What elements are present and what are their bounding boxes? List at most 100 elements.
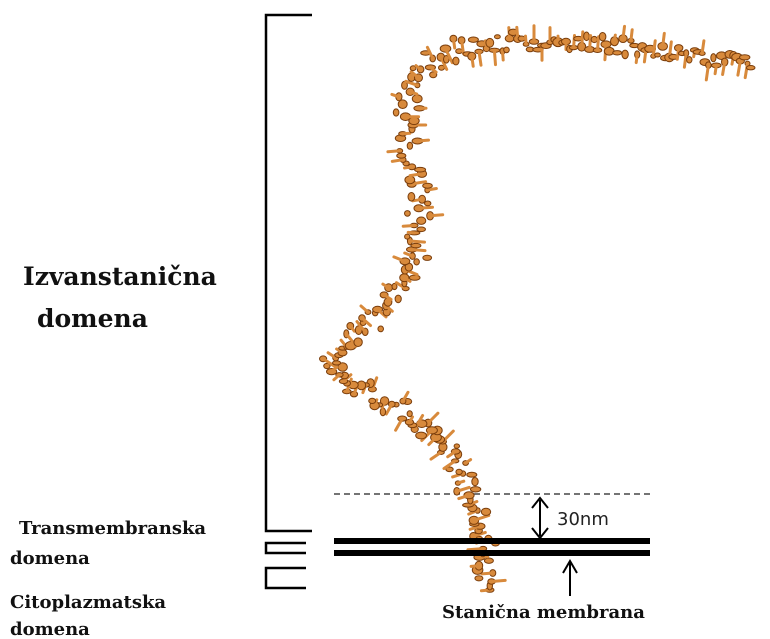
molecule-bead xyxy=(404,233,411,240)
molecule-branch xyxy=(467,509,480,516)
transmembrane-label-line2: domena xyxy=(10,548,90,569)
molecule-branch xyxy=(382,293,393,301)
molecule-bead xyxy=(410,242,422,249)
molecule-branch xyxy=(392,255,407,263)
molecule-bead xyxy=(583,31,590,42)
molecule-branch xyxy=(403,251,414,258)
molecule-branch xyxy=(700,39,706,55)
molecule-bead xyxy=(353,337,363,348)
molecule-bead xyxy=(485,37,495,48)
molecule-branch xyxy=(429,450,443,461)
molecule-branch xyxy=(736,59,742,77)
molecule-branch xyxy=(408,172,424,178)
molecule-branch xyxy=(580,30,585,49)
molecule-branch xyxy=(490,578,507,583)
molecule-branch xyxy=(588,34,593,51)
molecule-bead xyxy=(453,443,460,449)
molecule-branch xyxy=(348,324,356,333)
molecule-branch xyxy=(472,514,491,522)
molecule-bead xyxy=(503,46,510,54)
molecule-branch xyxy=(428,65,438,74)
scale-arrow xyxy=(531,496,549,540)
molecule-bead xyxy=(739,54,751,61)
molecule-branch xyxy=(335,347,344,355)
molecule-branch xyxy=(456,479,466,485)
molecule-branch xyxy=(469,564,481,568)
molecule-bead xyxy=(413,258,420,266)
molecule-branch xyxy=(416,138,430,143)
molecule-branch xyxy=(390,92,401,99)
molecule-branch xyxy=(651,39,657,58)
molecule-branch xyxy=(442,459,457,470)
molecule-bead xyxy=(621,49,629,60)
molecule-bead xyxy=(404,210,411,217)
molecule-bead xyxy=(406,410,413,418)
molecule-bead xyxy=(379,407,387,417)
extracellular-label-line2: domena xyxy=(37,304,148,333)
molecule-branch xyxy=(359,304,370,314)
molecule-bead xyxy=(409,65,417,72)
molecule-branch xyxy=(457,493,471,501)
membrane-pointer-arrow xyxy=(562,559,578,596)
molecule-bead xyxy=(397,99,408,109)
molecule-branch xyxy=(425,45,435,60)
molecule-branch xyxy=(414,64,423,71)
molecule-bead xyxy=(422,182,433,189)
molecule-bead xyxy=(710,53,717,63)
molecule-branch xyxy=(470,54,475,68)
molecule-branch xyxy=(721,60,727,76)
molecule-branch xyxy=(621,24,626,41)
molecule-bead xyxy=(598,32,607,42)
molecule-branch xyxy=(380,399,387,410)
molecule-bead xyxy=(332,360,342,366)
molecule-branch xyxy=(409,70,420,80)
molecule-bead xyxy=(445,466,454,473)
molecule-bead xyxy=(368,397,377,404)
molecule-bead xyxy=(654,52,661,58)
molecule-branch xyxy=(394,281,408,291)
molecule-branch xyxy=(425,187,438,192)
molecule-bead xyxy=(471,477,479,487)
molecule-branch xyxy=(704,63,710,82)
molecule-branch xyxy=(408,90,419,96)
molecule-branch xyxy=(355,320,367,334)
molecule-branch xyxy=(477,50,483,67)
molecule-bead xyxy=(469,486,482,493)
molecule-branch xyxy=(501,49,505,62)
molecule-branch xyxy=(713,63,718,76)
molecule-bead xyxy=(392,108,400,117)
extracellular-bracket xyxy=(264,13,312,533)
molecule-bead xyxy=(396,152,407,159)
molecule-bead xyxy=(480,507,492,516)
molecule-branch xyxy=(410,180,428,186)
membrane-label: Stanična membrana xyxy=(442,602,645,623)
molecule-branch xyxy=(634,53,639,65)
molecule-branch xyxy=(455,485,471,493)
molecule-branch xyxy=(408,239,426,244)
molecule-bead xyxy=(467,36,479,43)
molecule-branch xyxy=(451,37,457,50)
molecule-bead xyxy=(407,192,416,202)
molecule-bead xyxy=(612,50,623,56)
molecule-branch xyxy=(401,224,416,228)
molecule-bead xyxy=(416,226,427,233)
molecule-branch xyxy=(404,79,419,87)
molecule-branch xyxy=(381,282,391,290)
molecule-bead xyxy=(408,274,421,281)
molecule-bead xyxy=(466,471,478,478)
molecule-bead xyxy=(429,71,438,79)
molecule-branch xyxy=(613,33,617,43)
scale-label: 30nm xyxy=(557,509,609,530)
cytoplasmic-label-line2: domena xyxy=(10,619,90,639)
cytoplasmic-bracket xyxy=(264,566,306,590)
molecule-branch xyxy=(386,149,402,154)
molecule-branch xyxy=(360,316,372,327)
molecule-branch xyxy=(515,25,520,41)
molecule-bead xyxy=(391,282,398,291)
molecule-bead xyxy=(452,56,460,66)
molecule-bead xyxy=(494,34,501,40)
molecule-branch xyxy=(629,28,634,43)
molecule-branch xyxy=(596,35,601,52)
molecule-branch xyxy=(492,48,497,67)
molecule-branch xyxy=(384,304,394,313)
